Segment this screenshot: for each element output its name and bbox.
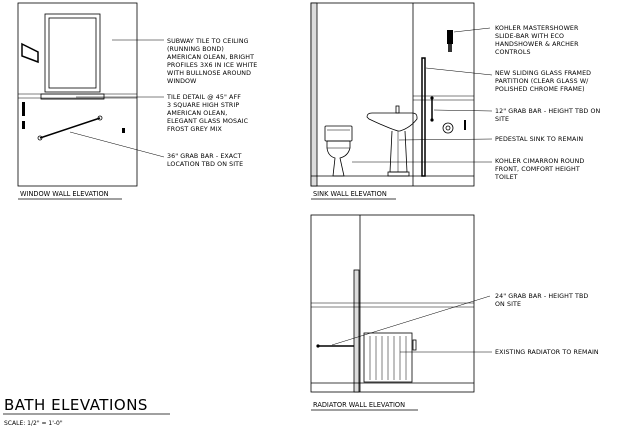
window-wall-outline xyxy=(17,2,138,187)
note-tile-detail: TILE DETAIL @ 45" AFF 3 SQUARE HIGH STRI… xyxy=(166,93,250,133)
sink-wall-elevation: KOHLER MASTERSHOWER SLIDE-BAR WITH ECO H… xyxy=(310,2,602,200)
radiator xyxy=(363,332,417,383)
note-grab-bar-24: 24" GRAB BAR - HEIGHT TBD ON SITE xyxy=(495,293,590,308)
shower-slide-bar xyxy=(447,30,453,52)
note-glass-partition: NEW SLIDING GLASS FRAMED PARTITION (CLEA… xyxy=(495,70,593,93)
grab-bar-12 xyxy=(430,96,434,122)
grab-bar-24 xyxy=(316,344,354,348)
note-subway-tile: SUBWAY TILE TO CEILING (RUNNING BOND) AM… xyxy=(167,38,259,85)
window-wall-elevation: SUBWAY TILE TO CEILING (RUNNING BOND) AM… xyxy=(17,2,259,200)
window-wall-caption: WINDOW WALL ELEVATION xyxy=(20,190,109,198)
radiator-wall-elevation: 24" GRAB BAR - HEIGHT TBD ON SITE EXISTI… xyxy=(310,214,599,411)
leader-grab-bar xyxy=(69,131,165,158)
note-toilet: KOHLER CIMARRON ROUND FRONT, COMFORT HEI… xyxy=(494,158,586,181)
grab-bar-36 xyxy=(37,115,103,141)
leader-grab-bar-24 xyxy=(331,295,491,346)
leader-glass-partition xyxy=(425,67,493,76)
sliding-glass-partition xyxy=(421,57,426,177)
radiator-wall-caption: RADIATOR WALL ELEVATION xyxy=(313,401,405,409)
note-radiator: EXISTING RADIATOR TO REMAIN xyxy=(495,349,599,356)
note-grab-bar-12: 12" GRAB BAR - HEIGHT TBD ON SITE xyxy=(495,108,602,123)
note-pedestal-sink: PEDESTAL SINK TO REMAIN xyxy=(495,136,583,143)
pedestal-sink xyxy=(366,105,418,177)
sheet-title-block: BATH ELEVATIONS SCALE: 1/2" = 1'-0" xyxy=(3,396,170,427)
window xyxy=(40,13,105,100)
sink-wall-caption: SINK WALL ELEVATION xyxy=(313,190,387,198)
sheet-title: BATH ELEVATIONS xyxy=(4,396,148,414)
towel-hardware xyxy=(21,42,39,129)
partition-edge xyxy=(353,269,360,393)
note-grab-bar-36: 36" GRAB BAR - EXACT LOCATION TBD ON SIT… xyxy=(167,153,244,168)
leader-mastershower xyxy=(453,27,491,33)
toilet xyxy=(324,125,353,177)
radiator-wall-outline xyxy=(310,214,475,393)
leader-grab-bar-12 xyxy=(433,109,493,112)
shower-controls xyxy=(442,120,466,134)
leader-pedestal-sink xyxy=(398,138,493,141)
note-mastershower: KOHLER MASTERSHOWER SLIDE-BAR WITH ECO H… xyxy=(495,25,581,56)
sheet-scale: SCALE: 1/2" = 1'-0" xyxy=(4,420,63,427)
